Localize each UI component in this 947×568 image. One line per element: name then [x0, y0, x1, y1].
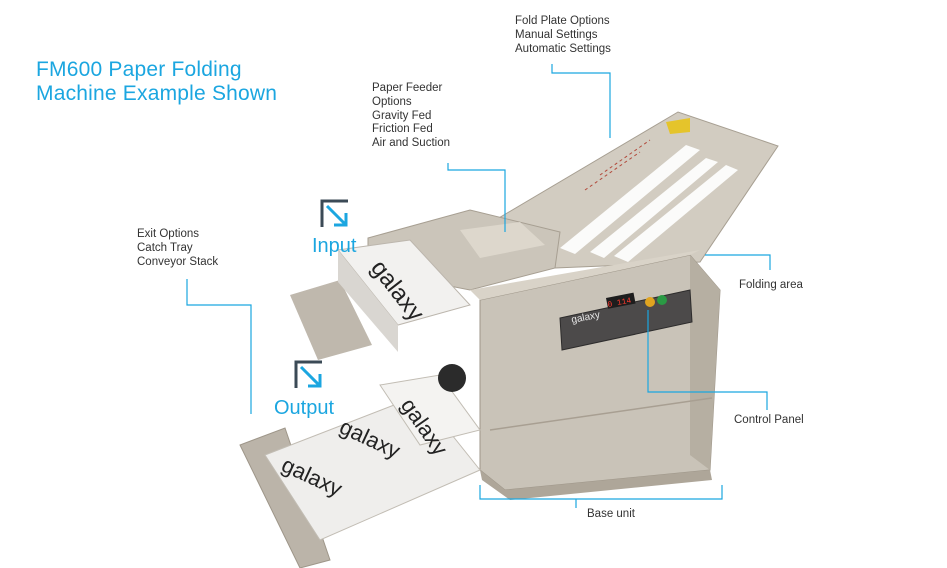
- fold-plate-options-callout: Fold Plate Options Manual Settings Autom…: [515, 15, 611, 55]
- base-unit-callout: Base unit: [587, 508, 635, 520]
- control-panel-callout: Control Panel: [734, 414, 804, 426]
- machine-brand: galaxy: [570, 310, 600, 326]
- exit-options-callout: Exit Options Catch Tray Conveyor Stack: [137, 228, 219, 268]
- paper-feeder-options-callout: Paper Feeder Options Gravity Fed Frictio…: [372, 82, 450, 150]
- machine-body: [470, 250, 721, 500]
- title-line-2: Machine Example Shown: [36, 82, 278, 105]
- input-arrow-icon: [318, 197, 352, 231]
- input-paper-stack: galaxy: [290, 239, 471, 360]
- output-arrow-icon: [292, 358, 326, 392]
- folding-area-callout: Folding area: [739, 279, 803, 291]
- title-line-1: FM600 Paper Folding: [36, 58, 242, 81]
- input-label: Input: [312, 235, 357, 257]
- page-title: FM600 Paper Folding Machine Example Show…: [36, 58, 277, 106]
- output-catch-tray: galaxy galaxy galaxy: [239, 364, 481, 568]
- output-label: Output: [274, 397, 335, 419]
